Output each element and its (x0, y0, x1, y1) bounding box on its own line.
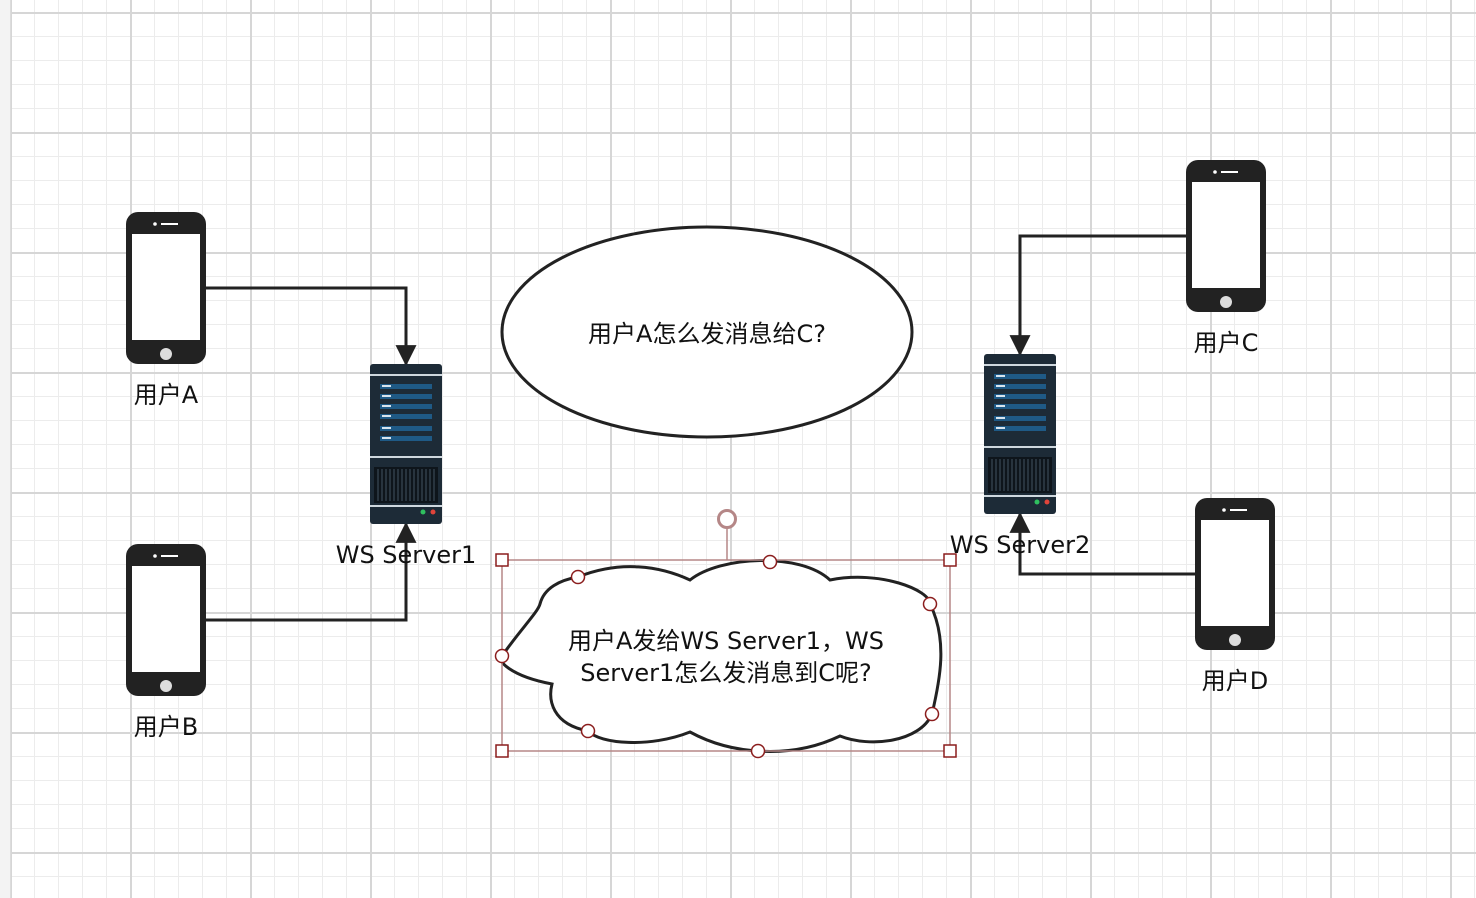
resize-handle-top-left[interactable] (495, 553, 509, 567)
user-a-label: 用户A (133, 381, 199, 409)
cloud-text-line2: Server1怎么发消息到C呢? (580, 659, 872, 687)
phone-icon[interactable] (1195, 498, 1275, 650)
resize-handle-bottom-right[interactable] (943, 744, 957, 758)
user-d-label: 用户D (1201, 667, 1269, 695)
user-c-label: 用户C (1193, 329, 1259, 357)
connection-point[interactable] (580, 723, 596, 739)
connection-point[interactable] (924, 706, 940, 722)
connection-point[interactable] (762, 554, 778, 570)
server2-label: WS Server2 (949, 531, 1091, 559)
connection-point[interactable] (494, 648, 510, 664)
phone-icon[interactable] (1186, 160, 1266, 312)
ellipse-text: 用户A怎么发消息给C? (588, 320, 826, 348)
resize-handle-bottom-left[interactable] (495, 744, 509, 758)
server1-label: WS Server1 (335, 541, 477, 569)
cloud-text-line1: 用户A发给WS Server1，WS (568, 627, 884, 655)
connection-point[interactable] (750, 743, 766, 759)
connector-userB-server1[interactable] (206, 521, 417, 622)
phone-icon[interactable] (126, 212, 206, 364)
resize-handle-top-right[interactable] (943, 553, 957, 567)
question-ellipse[interactable] (500, 225, 914, 439)
server-icon[interactable] (369, 363, 443, 525)
connector-userC-server2[interactable] (1009, 234, 1186, 357)
rotation-handle[interactable] (717, 509, 737, 529)
connection-point[interactable] (570, 569, 586, 585)
phone-icon[interactable] (126, 544, 206, 696)
connector-userA-server1[interactable] (206, 286, 417, 367)
cloud-text: 用户A发给WS Server1，WS Server1怎么发消息到C呢? (506, 625, 946, 689)
user-b-label: 用户B (133, 713, 199, 741)
server-icon[interactable] (983, 353, 1057, 515)
left-gutter (0, 0, 11, 898)
connection-point[interactable] (922, 596, 938, 612)
connector-userD-server2[interactable] (1009, 511, 1195, 576)
